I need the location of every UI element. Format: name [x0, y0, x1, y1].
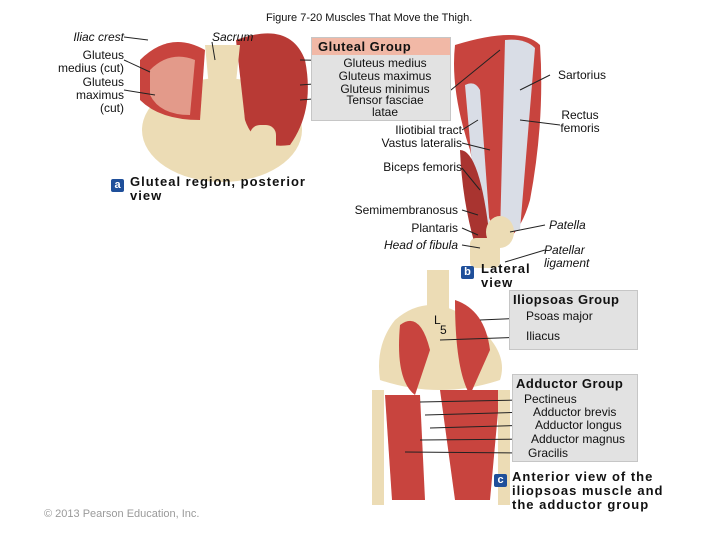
label-iliac-crest: Iliac crest: [73, 30, 124, 44]
iliopsoas-group-heading: Iliopsoas Group: [513, 292, 620, 307]
label-pectineus: Pectineus: [524, 392, 577, 406]
iliopsoas-group-box: Iliopsoas Group: [509, 290, 638, 350]
gluteal-group-box: Gluteal Group: [311, 37, 451, 121]
panel-b-illustration: [454, 35, 542, 268]
adductor-group-heading: Adductor Group: [516, 376, 624, 391]
label-iliotibial-tract: Iliotibial tract: [395, 123, 462, 137]
label-gluteus-maximus: Gluteus maximus: [338, 69, 432, 83]
psoas-major: [455, 300, 490, 395]
adductor-left: [385, 395, 425, 500]
gluteal-group-heading: Gluteal Group: [312, 38, 450, 55]
panel-c-badge: c: [494, 470, 507, 488]
label-head-of-fibula: Head of fibula: [383, 238, 458, 252]
label-gracilis: Gracilis: [528, 446, 569, 460]
panel-b-caption: Lateral view: [481, 261, 531, 290]
iliacus-left: [399, 320, 430, 395]
iliotibial-tract-band: [465, 83, 490, 232]
label-sartorius: Sartorius: [558, 68, 607, 82]
sacrum-bone: [205, 45, 240, 120]
label-plantaris: Plantaris: [411, 221, 458, 235]
panel-c-illustration: [372, 270, 510, 505]
panel-c-caption: Anterior view of the iliopsoas muscle an…: [512, 469, 664, 512]
panel-a-illustration: [140, 33, 308, 182]
label-patellar-ligament: Patellar ligament: [544, 243, 590, 270]
panel-a-caption: Gluteal region, posterior view: [130, 174, 306, 203]
label-patella: Patella: [549, 218, 586, 232]
label-tensor-fasciae-latae: Tensor fasciae latae: [346, 93, 424, 119]
gluteus-maximus-right: [236, 33, 308, 146]
label-sacrum: Sacrum: [212, 30, 254, 44]
label-psoas-major: Psoas major: [526, 309, 593, 323]
label-rectus-femoris: Rectus femoris: [560, 108, 600, 135]
label-adductor-longus: Adductor longus: [535, 418, 622, 432]
figure-title: Figure 7-20 Muscles That Move the Thigh.: [266, 12, 473, 24]
label-vastus-lateralis: Vastus lateralis: [381, 136, 462, 150]
label-iliacus: Iliacus: [526, 329, 561, 343]
copyright-notice: © 2013 Pearson Education, Inc.: [44, 508, 200, 520]
femur-head-left: [165, 125, 191, 165]
femur-left-c: [372, 390, 384, 505]
label-adductor-brevis: Adductor brevis: [533, 405, 617, 419]
label-biceps-femoris: Biceps femoris: [383, 160, 462, 174]
panel-b-badge: b: [461, 262, 474, 280]
panel-a-badge: a: [111, 175, 124, 193]
label-vertebra-l: L: [434, 313, 441, 327]
label-gluteus-maximus-cut: Gluteus maximus (cut): [75, 75, 124, 115]
femur-head-right: [250, 125, 276, 165]
label-gluteus-medius-cut: Gluteus medius (cut): [57, 48, 124, 75]
sartorius-muscle: [500, 39, 535, 235]
adductor-right: [440, 390, 500, 500]
label-adductor-magnus: Adductor magnus: [531, 432, 626, 446]
adductor-group-box: Adductor Group: [512, 374, 638, 462]
label-gluteus-minimus: Gluteus minimus: [340, 82, 430, 96]
label-gluteus-medius: Gluteus medius: [343, 56, 427, 70]
biceps-femoris-muscle: [460, 150, 490, 245]
fibula-head-bone: [470, 238, 500, 268]
label-vertebra-5: 5: [440, 323, 447, 337]
label-semimembranosus: Semimembranosus: [354, 203, 458, 217]
gluteus-minimus-left: [150, 56, 195, 115]
